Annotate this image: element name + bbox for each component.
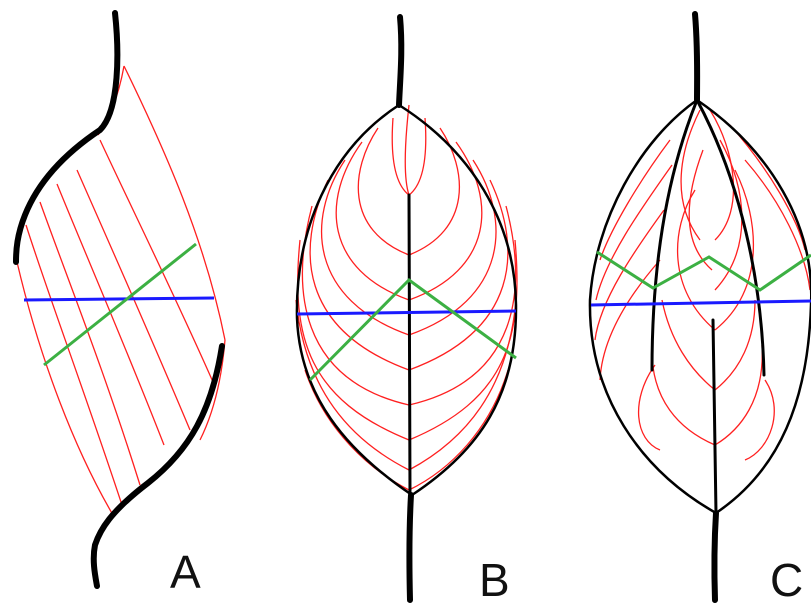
muscle-c-upper-tendon bbox=[692, 11, 701, 103]
muscle-c-tendons bbox=[650, 11, 766, 603]
muscle-c-right-tendon bbox=[695, 98, 766, 377]
muscle-b-outline bbox=[295, 103, 518, 497]
muscle-b-lower-tendon bbox=[406, 492, 414, 603]
muscle-b bbox=[295, 14, 518, 603]
muscle-a-upper-tendon bbox=[13, 10, 121, 265]
muscle-b-green-line bbox=[308, 278, 517, 382]
muscle-b-fibers bbox=[295, 104, 518, 491]
muscle-c-blue-line bbox=[590, 299, 811, 307]
muscle-c-central-tendon bbox=[711, 318, 718, 515]
muscle-a-fibers bbox=[16, 65, 226, 516]
muscle-c bbox=[588, 11, 811, 603]
muscle-a-blue-line bbox=[23, 296, 215, 302]
muscle-c-fibers bbox=[594, 109, 811, 461]
muscle-c-left-tendon bbox=[650, 98, 699, 372]
muscle-a bbox=[13, 10, 226, 589]
muscle-c-green-line bbox=[596, 250, 811, 292]
muscle-a-tendons bbox=[13, 10, 225, 589]
muscle-b-central-tendon bbox=[407, 193, 412, 497]
muscle-b-upper-tendon bbox=[396, 14, 405, 108]
muscle-a-lower-tendon bbox=[90, 343, 225, 589]
muscle-b-blue-line bbox=[296, 309, 517, 316]
label-b: B bbox=[479, 554, 510, 605]
muscle-b-tendons bbox=[396, 14, 414, 603]
label-c: C bbox=[770, 554, 803, 605]
label-a: A bbox=[170, 546, 201, 598]
muscle-a-green-line bbox=[43, 242, 197, 367]
muscle-c-outline bbox=[588, 98, 811, 515]
muscle-c-lower-tendon bbox=[711, 510, 719, 603]
